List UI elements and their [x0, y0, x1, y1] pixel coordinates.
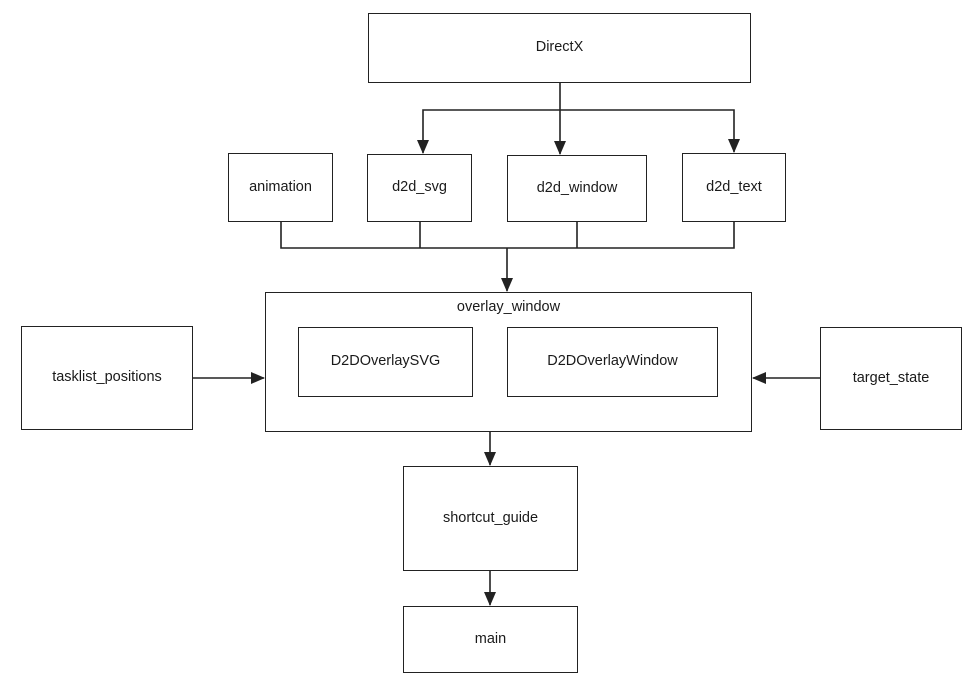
- node-d2d-text: d2d_text: [682, 153, 786, 222]
- node-tasklist-positions: tasklist_positions: [21, 326, 193, 430]
- edge-directx-to-d2d-text: [560, 109, 740, 153]
- node-main: main: [403, 606, 578, 673]
- node-target-state-label: target_state: [852, 369, 930, 386]
- node-shortcut-guide-label: shortcut_guide: [442, 509, 539, 526]
- node-animation-label: animation: [249, 178, 312, 195]
- node-d2d-overlay-window: D2DOverlayWindow: [507, 327, 718, 397]
- node-d2d-svg: d2d_svg: [367, 154, 472, 222]
- node-d2d-window: d2d_window: [507, 155, 647, 222]
- node-d2d-window-label: d2d_window: [536, 179, 618, 196]
- edge-bus-animation-d2d-text: [280, 222, 735, 249]
- node-d2d-text-label: d2d_text: [706, 178, 762, 195]
- node-overlay-window-label: overlay_window: [456, 299, 561, 315]
- node-overlay-window: overlay_window D2DOverlaySVG D2DOverlayW…: [265, 292, 752, 432]
- edge-directx-to-d2d-svg: [417, 109, 560, 154]
- node-directx: DirectX: [368, 13, 751, 83]
- node-d2d-overlay-window-label: D2DOverlayWindow: [547, 353, 678, 370]
- node-animation: animation: [228, 153, 333, 222]
- node-d2d-svg-label: d2d_svg: [392, 179, 447, 196]
- node-d2d-overlay-svg: D2DOverlaySVG: [298, 327, 473, 397]
- node-shortcut-guide: shortcut_guide: [403, 466, 578, 571]
- node-directx-label: DirectX: [535, 39, 584, 56]
- node-target-state: target_state: [820, 327, 962, 430]
- node-d2d-overlay-svg-label: D2DOverlaySVG: [330, 353, 441, 370]
- node-tasklist-positions-label: tasklist_positions: [52, 369, 162, 386]
- node-main-label: main: [474, 630, 507, 647]
